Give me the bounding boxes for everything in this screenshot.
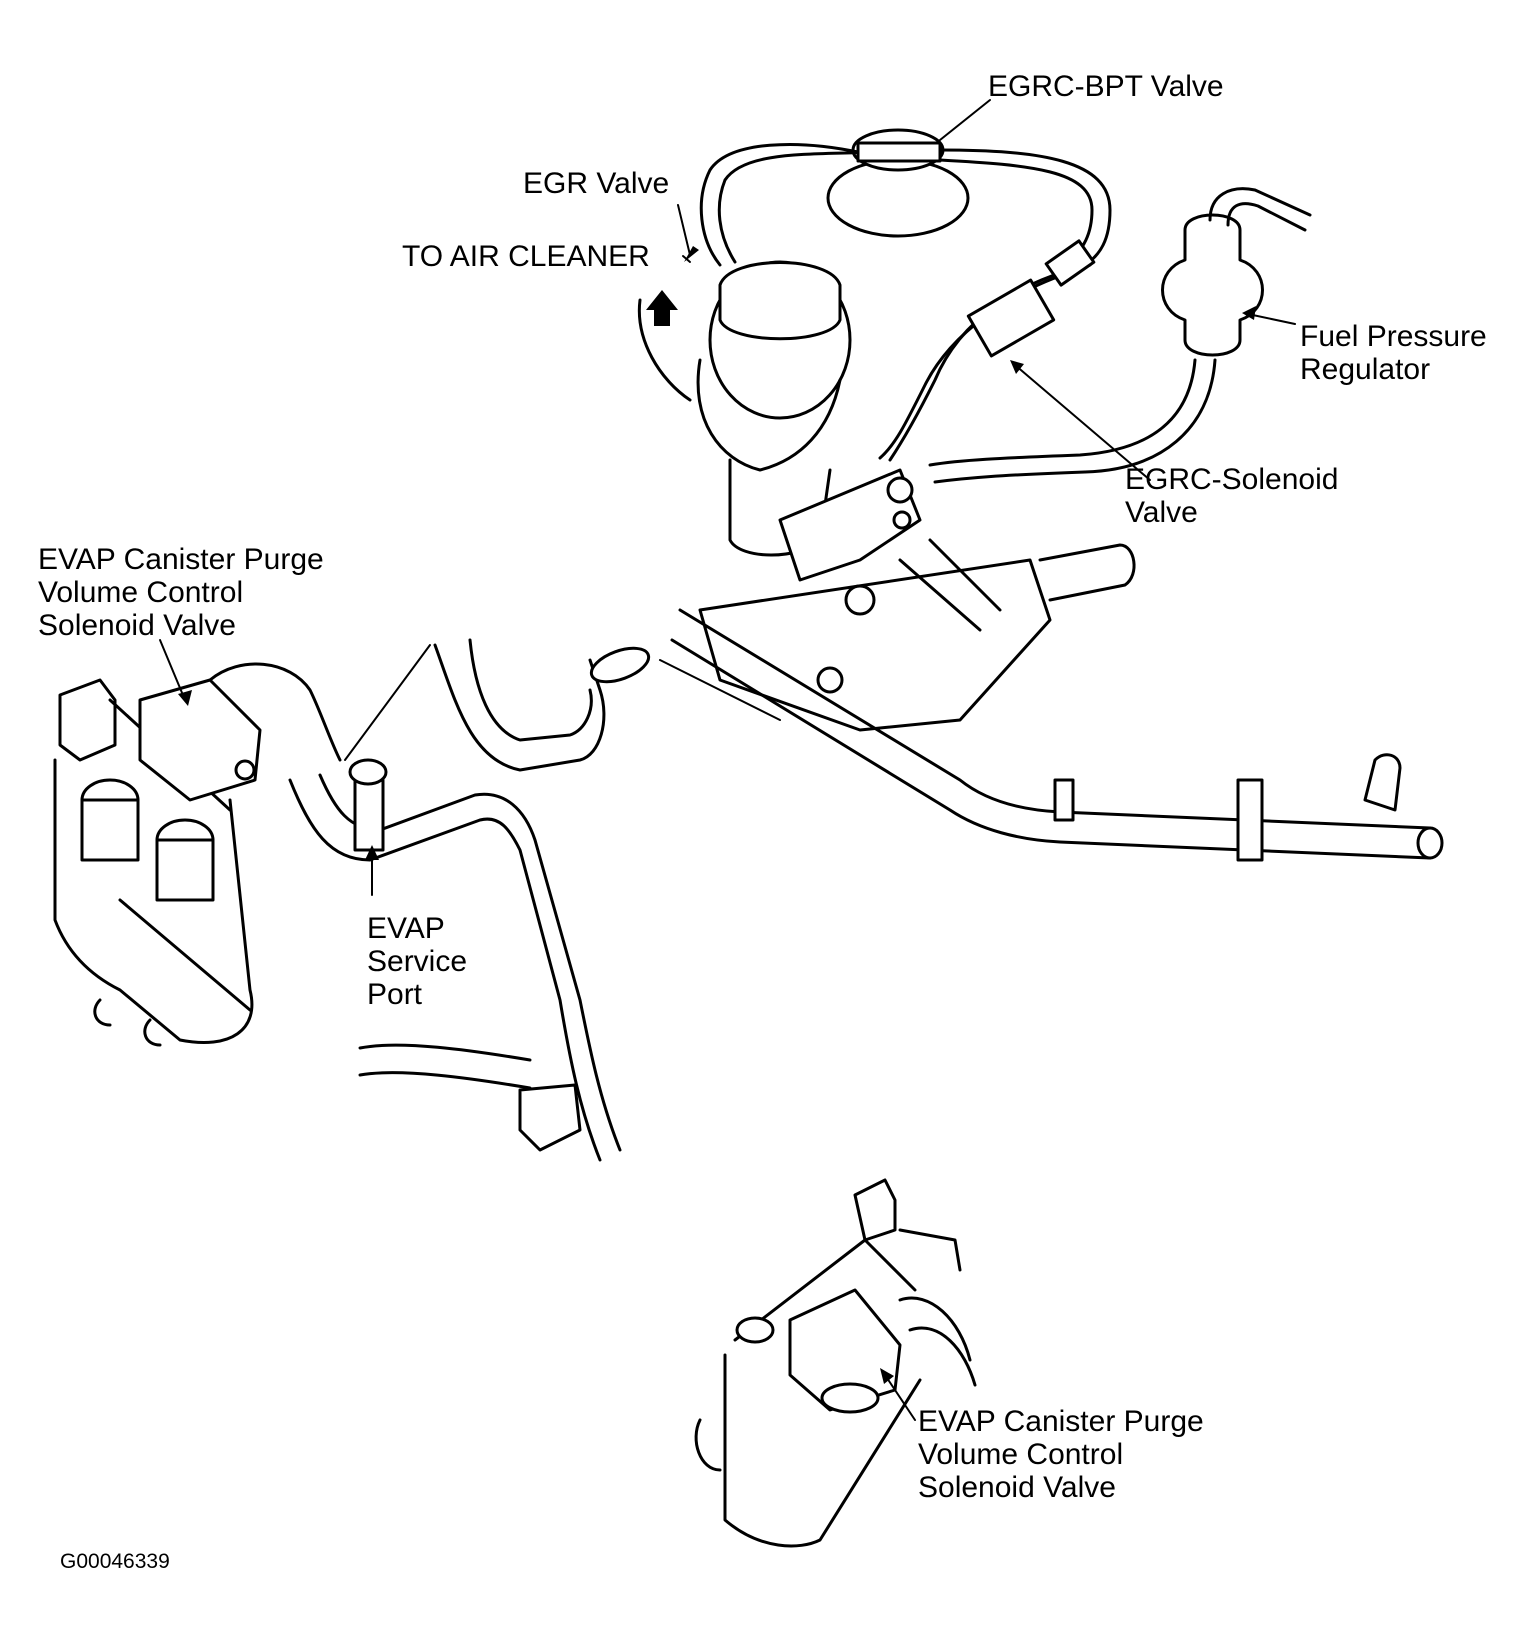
evap-purge-valve-lower-label: EVAP Canister Purge Volume Control Solen…	[918, 1405, 1204, 1504]
evap-purge-valve-lower-drawing	[694, 1178, 977, 1548]
evap-purge-valve-upper-drawing	[53, 662, 342, 1047]
egrc-bpt-valve-label: EGRC-BPT Valve	[988, 70, 1224, 103]
evap-hose-drawing	[288, 638, 651, 1162]
egr-valve-label: EGR Valve	[523, 167, 670, 200]
figure-code: G00046339	[60, 1550, 170, 1573]
egrc-solenoid-valve-drawing	[878, 239, 1096, 462]
leader-lines	[159, 99, 1296, 1421]
fuel-pressure-regulator-drawing	[928, 187, 1312, 484]
egrc-bpt-valve-drawing	[699, 128, 1112, 267]
evap-service-port-label: EVAP Service Port	[367, 912, 468, 1011]
evap-purge-valve-upper-label: EVAP Canister Purge Volume Control Solen…	[38, 543, 324, 642]
to-air-cleaner-label: TO AIR CLEANER	[402, 240, 650, 273]
intake-manifold-drawing	[659, 468, 1444, 862]
egrc-solenoid-valve-label: EGRC-Solenoid Valve	[1125, 463, 1339, 529]
fuel-pressure-regulator-label: Fuel Pressure Regulator	[1300, 320, 1487, 386]
